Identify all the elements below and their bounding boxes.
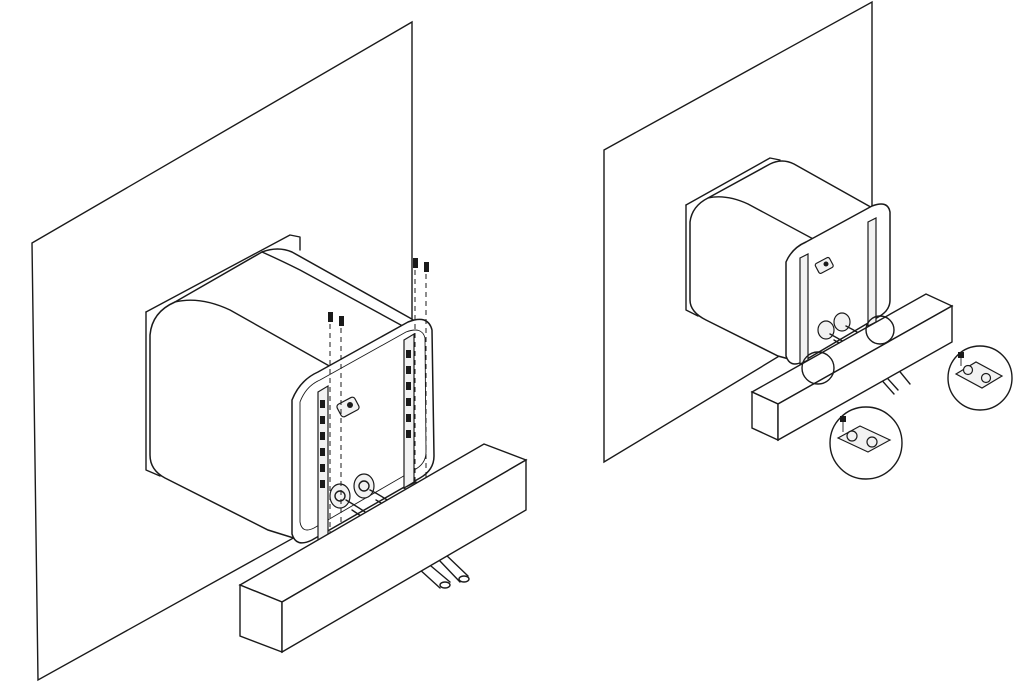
thermostat-knob — [336, 396, 360, 418]
tank-front-flange-right — [785, 203, 891, 365]
figure-before — [31, 20, 528, 682]
detail-callout-right — [947, 345, 1013, 411]
figure-after — [603, 0, 1013, 480]
mounting-rail-left-right — [799, 253, 809, 365]
wall-opening — [145, 234, 301, 313]
mounting-screws — [328, 258, 429, 544]
wall-opening-right — [685, 157, 781, 206]
thermostat-knob-right — [814, 256, 834, 274]
bracket-callout-marker-right — [865, 315, 895, 345]
detail-callout-left — [829, 406, 903, 480]
mounting-rail-right-right — [867, 217, 877, 327]
support-beam-right — [750, 293, 954, 442]
support-beam — [238, 443, 528, 654]
bracket-callout-marker-left — [801, 351, 835, 385]
